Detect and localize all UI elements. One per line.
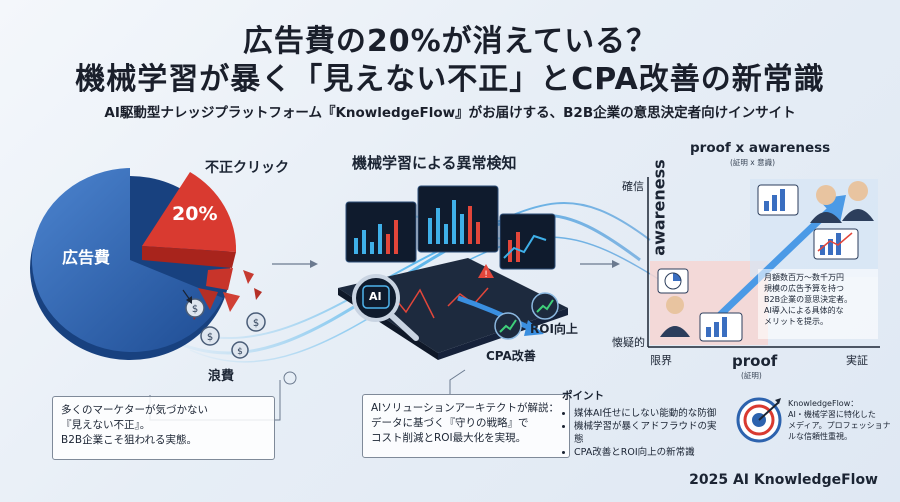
warning-icon: [478, 264, 494, 278]
y-bottom-label: 懐疑的: [612, 336, 645, 349]
right-chart-title: proof x awareness: [690, 140, 831, 156]
middle-box-line2: データに基づく『守りの戦略』で: [371, 417, 529, 429]
left-box-line2: 『見えない不正』。: [61, 419, 151, 431]
subtitle: AI駆動型ナレッジプラットフォーム『KnowledgeFlow』がお届けする、B…: [104, 105, 796, 121]
points-section: ポイント 媒体AI任せにしない能動的な防御 機械学習が暴くアドフラウドの実態 C…: [562, 388, 722, 459]
coin-icon: $: [185, 298, 205, 318]
svg-text:$: $: [253, 318, 259, 329]
point-item: 機械学習が暴くアドフラウドの実態: [574, 420, 722, 446]
note-line5: メリットを提示。: [764, 317, 828, 326]
kf-note: KnowledgeFlow： AI・機械学習に特化した メディア。プロフェッショ…: [788, 398, 891, 442]
svg-text:$: $: [207, 332, 213, 343]
pie-fraud-slice: [142, 172, 237, 252]
note-line4: AI導入による具体的な: [764, 306, 844, 315]
target-icon: [736, 397, 782, 443]
kf-note-line3: メディア。プロフェッショナ: [788, 421, 891, 430]
ai-chip-icon: [362, 285, 390, 309]
kf-note-line2: AI・機械学習に特化した: [788, 410, 876, 419]
points-heading: ポイント: [562, 390, 604, 402]
pie-slice-label: 不正クリック: [205, 160, 289, 176]
svg-text:!: !: [484, 270, 488, 280]
ai-label: AI: [369, 290, 382, 303]
middle-box-line3: コスト削減とROI最大化を実現。: [371, 432, 527, 444]
right-chart-note: 月額数百万〜数千万円 規模の広告予算を持つ B2B企業の意思決定者。 AI導入に…: [764, 272, 852, 327]
proof-awareness-chart: [647, 177, 880, 348]
y-axis-text: awareness: [649, 159, 669, 256]
roi-chart-icon: [531, 292, 559, 320]
confident-person-icon: [816, 185, 836, 205]
waste-label: 浪費: [208, 369, 235, 384]
left-info-box: 多くのマーケターが気づかない 『見えない不正』。 B2B企業こそ狙われる実態。: [52, 396, 275, 460]
pie-main-label: 広告費: [62, 248, 111, 267]
note-line3: B2B企業の意思決定者。: [764, 295, 853, 304]
svg-text:$: $: [237, 347, 243, 357]
point-item: CPA改善とROI向上の新常識: [574, 446, 722, 459]
cpa-chart-icon: [494, 312, 522, 340]
left-box-line1: 多くのマーケターが気づかない: [61, 404, 208, 416]
kf-note-line1: KnowledgeFlow：: [788, 399, 859, 408]
pie-slice-value: 20%: [172, 203, 218, 225]
cpa-label: CPA改善: [486, 349, 536, 363]
x-left-label: 限界: [650, 354, 672, 367]
roi-label: ROI向上: [530, 322, 578, 336]
middle-box-line1: AIソリューションアーキテクトが解説：: [371, 402, 559, 414]
skeptical-person-icon: [666, 296, 684, 314]
note-line2: 規模の広告予算を持つ: [764, 284, 844, 293]
x-axis-sub-label: (証明): [741, 371, 762, 380]
x-axis-label: proof: [732, 352, 778, 370]
kf-note-line4: ルな信頼性重視。: [788, 432, 852, 441]
footer-copyright: 2025 AI KnowledgeFlow: [689, 472, 878, 488]
main-title-line2: 機械学習が暴く「見えない不正」とCPA改善の新常識: [75, 62, 825, 97]
left-box-line3: B2B企業こそ狙われる実態。: [61, 434, 198, 446]
y-axis-label: awareness: [650, 159, 669, 255]
note-line1: 月額数百万〜数千万円: [764, 273, 844, 282]
x-right-label: 実証: [846, 354, 868, 367]
svg-text:$: $: [192, 304, 198, 315]
point-item: 媒体AI任せにしない能動的な防御: [574, 407, 722, 420]
middle-info-box: AIソリューションアーキテクトが解説： データに基づく『守りの戦略』で コスト削…: [362, 394, 570, 458]
main-title-line1: 広告費の20%が消えている？: [242, 24, 658, 59]
anomaly-detection-illustration: !: [338, 185, 568, 360]
middle-heading: 機械学習による異常検知: [352, 154, 517, 172]
right-chart-title-sub: (証明 x 意識): [730, 158, 776, 167]
ad-budget-pie: $ $ $ $: [30, 168, 266, 360]
y-top-label: 確信: [622, 180, 644, 193]
pie-main-slice: [31, 168, 223, 352]
